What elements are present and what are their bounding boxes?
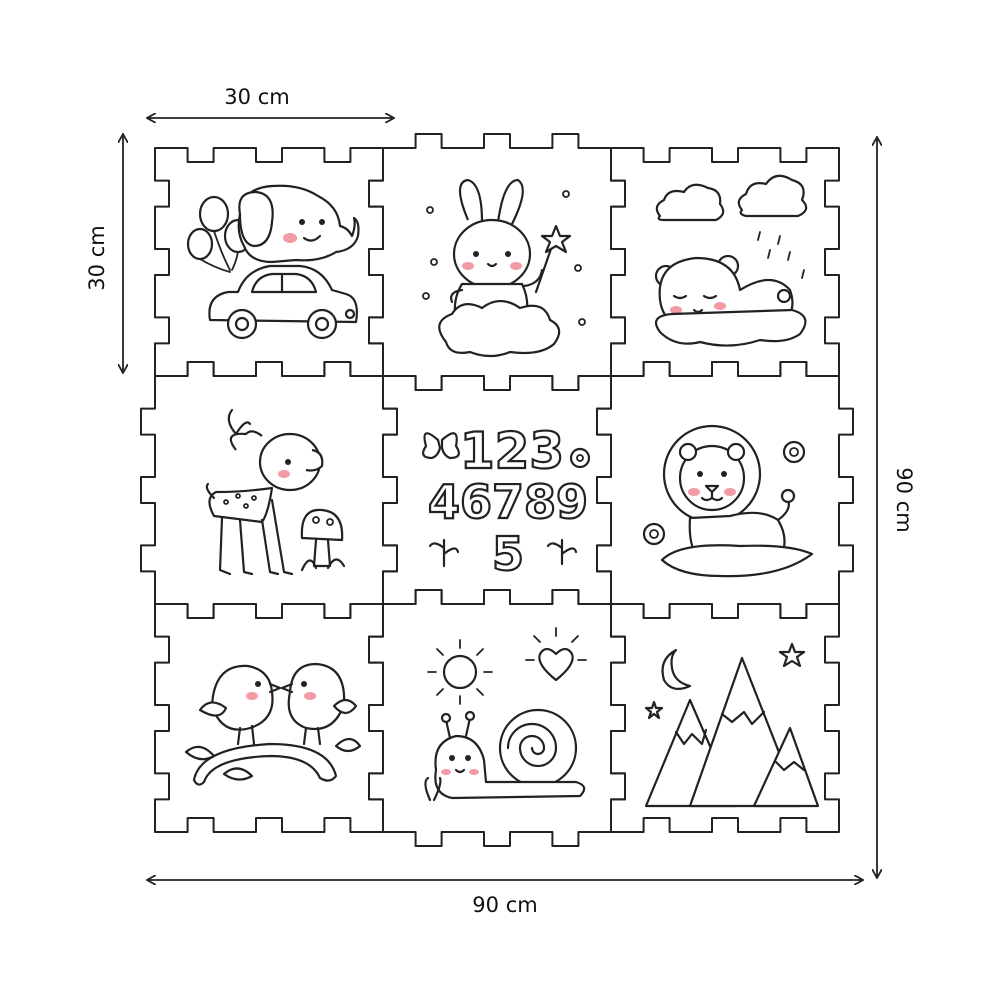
grass-sprout-icon <box>424 776 442 802</box>
dimension-left-arrow: 30 cm <box>85 135 123 372</box>
puzzle-tile-birds <box>154 603 384 833</box>
star-icon <box>644 642 806 720</box>
tile-elephant-car-art <box>186 184 360 340</box>
cloud-icon <box>438 299 561 358</box>
raindrops-icon <box>757 231 805 279</box>
clouds-icon <box>655 174 808 222</box>
sparkle-dots-icon <box>422 190 586 326</box>
mushroom-icon <box>300 508 346 572</box>
total-height-label: 90 cm <box>892 467 916 532</box>
tile-sleeping-bear-art <box>654 174 808 347</box>
snail-icon <box>434 708 586 800</box>
flower-icon <box>642 440 806 546</box>
deer-icon <box>205 408 324 576</box>
dimension-right-arrow: 90 cm <box>877 138 916 877</box>
moon-icon <box>661 648 692 691</box>
mountains-icon <box>644 656 820 808</box>
tile-lion-art <box>642 424 814 578</box>
dimension-bottom-arrow: 90 cm <box>148 880 862 917</box>
lion-icon <box>662 424 796 562</box>
tile-numbers-art: 123 46789 5 <box>422 421 591 582</box>
dimension-top-arrow: 30 cm <box>148 85 393 118</box>
cloud-bed-icon <box>654 308 807 347</box>
branch-icon <box>184 737 362 786</box>
total-width-label: 90 cm <box>472 893 537 917</box>
tile-birds-art <box>184 662 362 786</box>
car-icon <box>208 264 358 340</box>
leaf-sprout-left-icon <box>428 538 460 568</box>
bunny-icon <box>450 178 544 322</box>
bottom-digit-text: 5 <box>492 527 524 581</box>
bird-right-icon <box>280 662 358 746</box>
flower-icon <box>569 447 591 469</box>
tile-deer-art <box>205 408 346 576</box>
bird-left-icon <box>198 664 282 746</box>
leaf-sprout-right-icon <box>546 538 578 566</box>
top-digits-text: 123 <box>460 422 564 480</box>
heart-sun-icon <box>525 627 587 682</box>
butterfly-icon <box>422 432 460 460</box>
leaf-mat-icon <box>660 544 814 578</box>
tile-width-label: 30 cm <box>224 85 289 109</box>
tile-height-label: 30 cm <box>85 225 109 290</box>
puzzle-tile-mountains <box>610 603 840 833</box>
tiles-layer <box>140 133 854 847</box>
tile-snail-art <box>424 627 587 802</box>
sun-icon <box>427 639 493 705</box>
puzzle-tile-snail <box>368 589 626 847</box>
elephant-icon <box>237 184 360 264</box>
middle-digits-text: 46789 <box>428 475 588 529</box>
magic-wand-icon <box>534 224 572 294</box>
tile-bunny-art <box>422 178 586 358</box>
tile-mountains-art <box>644 642 820 808</box>
